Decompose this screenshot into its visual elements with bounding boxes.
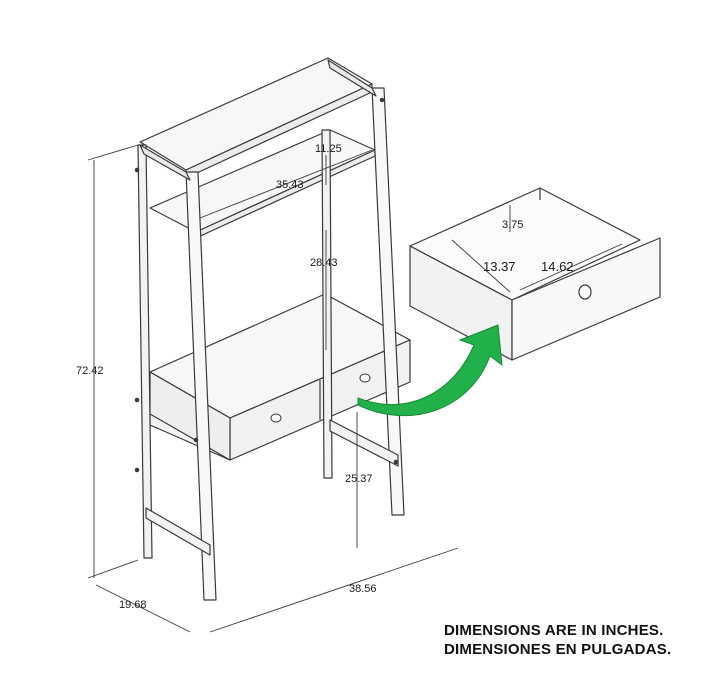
width-label: 38.56 xyxy=(349,583,377,595)
overall-height-label: 72.42 xyxy=(76,365,104,377)
units-note-english: DIMENSIONS ARE IN INCHES. xyxy=(444,622,664,639)
side-rail-right xyxy=(329,419,399,467)
side-rail-left xyxy=(145,507,211,556)
top-shelf-width-label: 35.43 xyxy=(276,179,304,191)
front-leg-left xyxy=(185,171,217,601)
drawer-height-label: 3.75 xyxy=(502,219,523,231)
knob-left xyxy=(270,413,282,423)
top-shelf-depth-label: 11.25 xyxy=(315,143,342,155)
desk-height-label: 25.37 xyxy=(345,473,373,485)
knob-right xyxy=(359,373,371,383)
front-leg-left-side xyxy=(139,144,191,181)
front-leg-right-side xyxy=(327,59,377,97)
shelf-to-desk-label: 28.43 xyxy=(310,257,338,269)
units-note: DIMENSIONS ARE IN INCHES. DIMENSIONES EN… xyxy=(444,621,671,659)
drawer-knob xyxy=(578,284,592,300)
callout-arrow xyxy=(357,324,503,417)
drawer-depth-label: 14.62 xyxy=(541,259,574,274)
depth-dim-line xyxy=(95,584,191,633)
rear-leg-right xyxy=(321,129,333,479)
drawer-width-label: 13.37 xyxy=(483,259,516,274)
width-dim-line xyxy=(209,547,459,633)
depth-label: 19.68 xyxy=(119,599,147,611)
units-note-spanish: DIMENSIONES EN PULGADAS. xyxy=(444,641,672,658)
rear-leg-left xyxy=(137,144,153,559)
